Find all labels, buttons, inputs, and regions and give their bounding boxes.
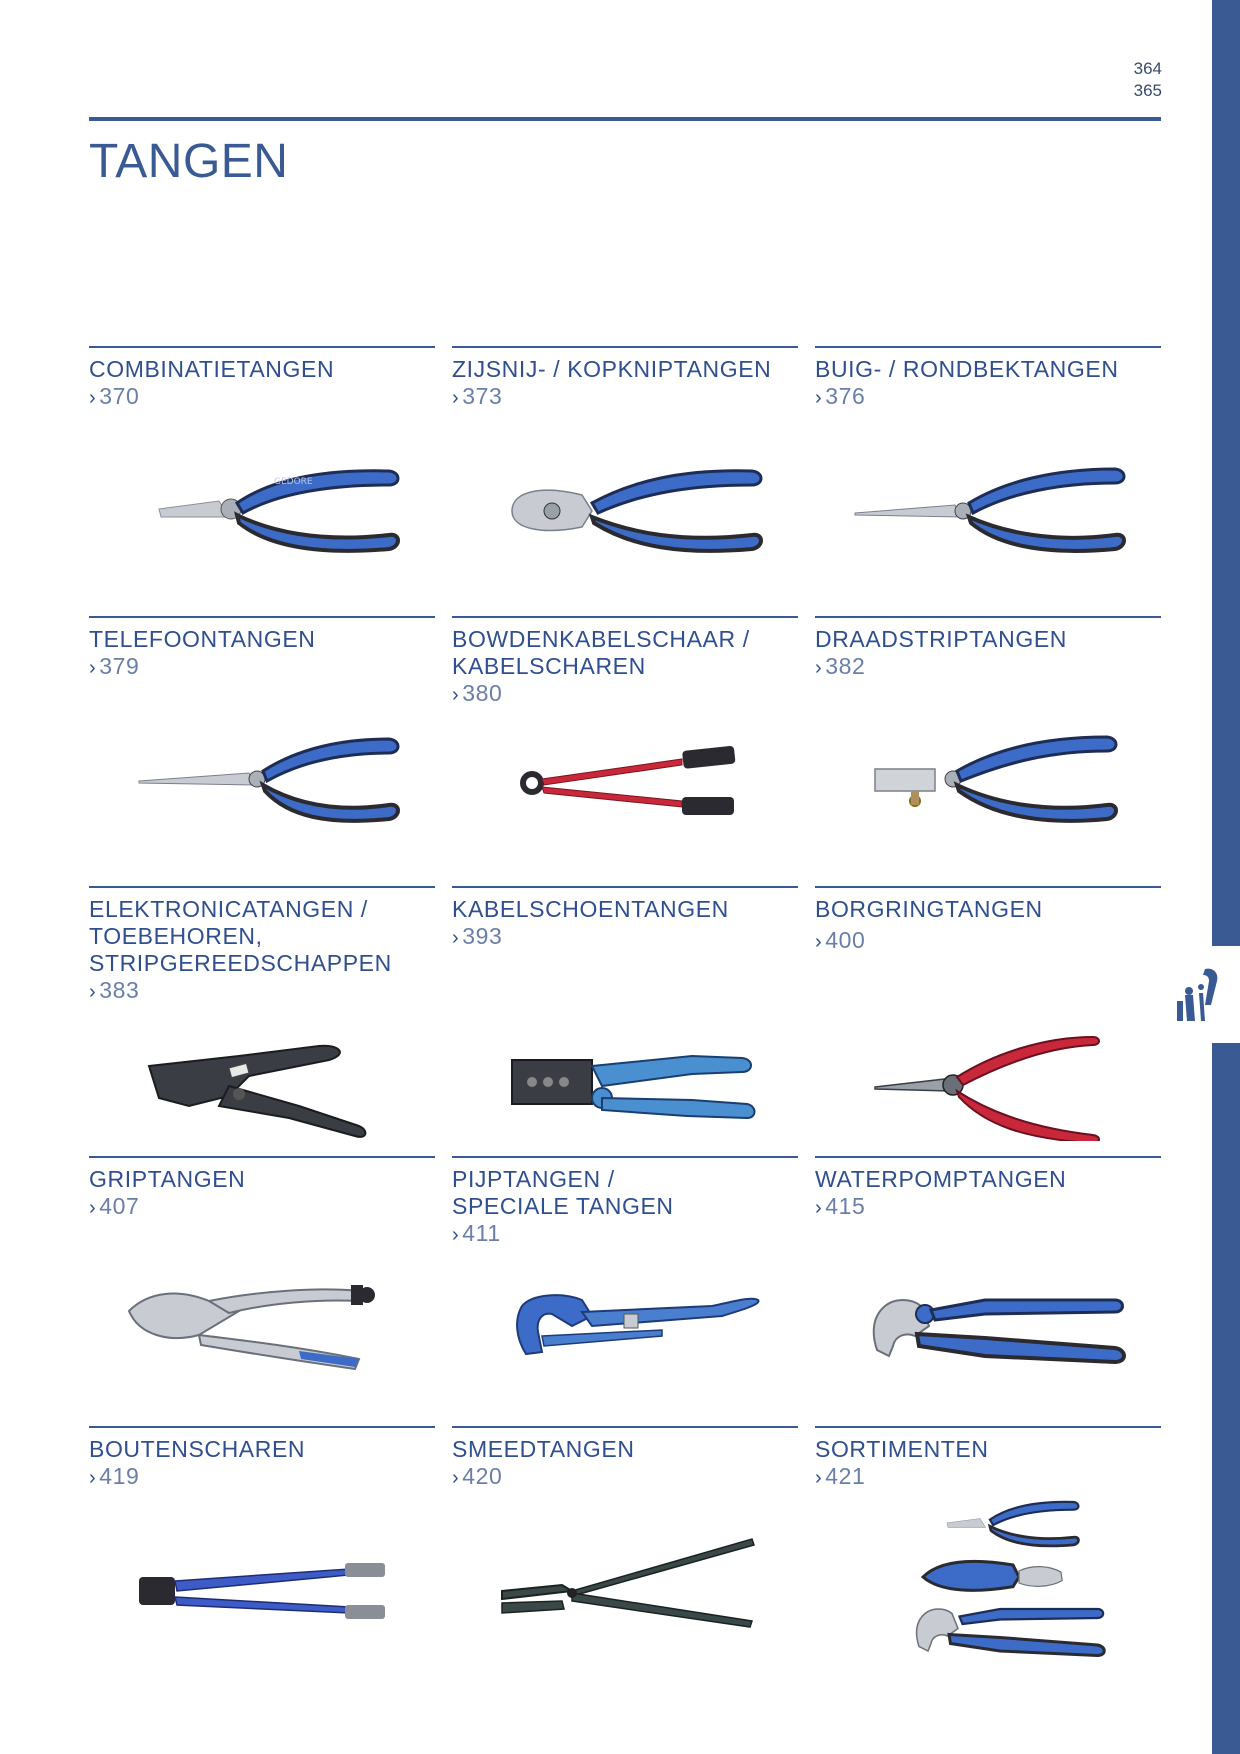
category-zijsnij-kopkniptangen[interactable]: ZIJSNIJ- / KOPKNIPTANGEN ›373 — [452, 346, 798, 616]
water-pump-pliers-image — [872, 1298, 1126, 1365]
pipe-wrench-image — [516, 1294, 760, 1356]
chevron-right-icon: › — [452, 1467, 460, 1489]
chevron-right-icon: › — [89, 1197, 97, 1219]
page-reference-link[interactable]: ›407 — [89, 1193, 435, 1222]
telephone-pliers-image — [138, 737, 400, 823]
page-reference-link[interactable]: ›370 — [89, 383, 435, 412]
category-rule — [89, 1156, 435, 1158]
category-title: SMEEDTANGEN ›420 — [452, 1436, 798, 1492]
chevron-right-icon: › — [89, 981, 97, 1003]
category-rule — [815, 1426, 1161, 1428]
circlip-pliers-image — [874, 1035, 1100, 1141]
category-title: PIJPTANGEN / SPECIALE TANGEN ›411 — [452, 1166, 798, 1249]
category-rule — [452, 1426, 798, 1428]
category-rule — [89, 1426, 435, 1428]
category-griptangen[interactable]: GRIPTANGEN ›407 — [89, 1156, 435, 1426]
category-smeedtangen[interactable]: SMEEDTANGEN ›420 — [452, 1426, 798, 1696]
category-sortimenten[interactable]: SORTIMENTEN ›421 — [815, 1426, 1161, 1696]
title-rule — [89, 117, 1161, 121]
forge-tongs-image — [501, 1538, 755, 1628]
category-rule — [452, 1156, 798, 1158]
page-reference-link[interactable]: ›376 — [815, 383, 1161, 412]
category-rule — [89, 346, 435, 348]
bent-nose-pliers-image — [854, 467, 1126, 553]
category-pijptangen-speciale-tangen[interactable]: PIJPTANGEN / SPECIALE TANGEN ›411 — [452, 1156, 798, 1426]
category-rule — [452, 346, 798, 348]
page-reference-link[interactable]: ›400 — [815, 927, 1161, 956]
page-reference-link[interactable]: ›380 — [452, 680, 798, 709]
page-reference-link[interactable]: ›421 — [815, 1463, 1161, 1492]
chevron-right-icon: › — [89, 387, 97, 409]
category-title: COMBINATIETANGEN ›370 — [89, 356, 435, 412]
category-telefoontangen[interactable]: TELEFOONTANGEN ›379 — [89, 616, 435, 886]
locking-pliers-image — [127, 1285, 375, 1371]
page-reference-link[interactable]: ›379 — [89, 653, 435, 682]
category-title: ZIJSNIJ- / KOPKNIPTANGEN ›373 — [452, 356, 798, 412]
category-title: GRIPTANGEN ›407 — [89, 1166, 435, 1222]
page-numbers: 364 365 — [1134, 58, 1162, 102]
page-reference-link[interactable]: ›419 — [89, 1463, 435, 1492]
pliers-set-image — [915, 1500, 1106, 1658]
category-title: WATERPOMPTANGEN ›415 — [815, 1166, 1161, 1222]
category-title: BOUTENSCHAREN ›419 — [89, 1436, 435, 1492]
chevron-right-icon: › — [452, 927, 460, 949]
category-title: BOWDENKABELSCHAAR / KABELSCHAREN ›380 — [452, 626, 798, 709]
chevron-right-icon: › — [815, 657, 823, 679]
chevron-right-icon: › — [815, 387, 823, 409]
page-reference-link[interactable]: ›411 — [452, 1220, 798, 1249]
category-combinatietangen[interactable]: COMBINATIETANGEN ›370 GEDORE — [89, 346, 435, 616]
automatic-stripper-image — [147, 1044, 367, 1138]
category-title: DRAADSTRIPTANGEN ›382 — [815, 626, 1161, 682]
page-number-right: 365 — [1133, 81, 1162, 100]
chevron-right-icon: › — [452, 684, 460, 706]
category-buig-rondbektangen[interactable]: BUIG- / RONDBEKTANGEN ›376 — [815, 346, 1161, 616]
page-number-left: 364 — [1133, 59, 1162, 78]
category-kabelschoentangen[interactable]: KABELSCHOENTANGEN ›393 — [452, 886, 798, 1156]
side-cutter-image — [511, 469, 763, 553]
chevron-right-icon: › — [452, 1224, 460, 1246]
category-bowdenkabelschaar-kabelscharen[interactable]: BOWDENKABELSCHAAR / KABELSCHAREN ›380 — [452, 616, 798, 886]
combination-pliers-image: GEDORE — [158, 469, 400, 553]
svg-text:GEDORE: GEDORE — [274, 477, 313, 487]
chevron-right-icon: › — [452, 387, 460, 409]
category-rule — [89, 886, 435, 888]
category-rule — [815, 1156, 1161, 1158]
sidebar-accent-top — [1212, 0, 1240, 946]
category-rule — [815, 346, 1161, 348]
page-reference-link[interactable]: ›373 — [452, 383, 798, 412]
category-title: BORGRINGTANGEN ›400 — [815, 896, 1161, 956]
sidebar-accent-bottom — [1212, 1043, 1240, 1754]
category-draadstriptangen[interactable]: DRAADSTRIPTANGEN ›382 — [815, 616, 1161, 886]
chevron-right-icon: › — [89, 657, 97, 679]
wire-stripper-image — [874, 735, 1118, 823]
category-rule — [815, 616, 1161, 618]
page-reference-link[interactable]: ›415 — [815, 1193, 1161, 1222]
category-title: SORTIMENTEN ›421 — [815, 1436, 1161, 1492]
chevron-right-icon: › — [89, 1467, 97, 1489]
category-boutenscharen[interactable]: BOUTENSCHAREN ›419 — [89, 1426, 435, 1696]
pliers-icon — [1177, 968, 1218, 1021]
category-borgringtangen[interactable]: BORGRINGTANGEN ›400 — [815, 886, 1161, 1156]
chevron-right-icon: › — [815, 1467, 823, 1489]
chevron-right-icon: › — [815, 1197, 823, 1219]
cable-shears-image — [520, 745, 736, 815]
category-rule — [815, 886, 1161, 888]
crimping-pliers-image — [511, 1054, 756, 1120]
page-reference-link[interactable]: ›420 — [452, 1463, 798, 1492]
category-rule — [452, 886, 798, 888]
category-waterpomptangen[interactable]: WATERPOMPTANGEN ›415 — [815, 1156, 1161, 1426]
chevron-right-icon: › — [815, 931, 823, 953]
page-reference-link[interactable]: ›393 — [452, 923, 798, 952]
category-title: ELEKTRONICATANGEN / TOEBEHOREN, STRIPGER… — [89, 896, 435, 1006]
bolt-cutter-image — [139, 1563, 385, 1619]
category-rule — [89, 616, 435, 618]
page-title: TANGEN — [89, 135, 289, 188]
category-title: KABELSCHOENTANGEN ›393 — [452, 896, 798, 952]
category-title: BUIG- / RONDBEKTANGEN ›376 — [815, 356, 1161, 412]
page-reference-link[interactable]: ›382 — [815, 653, 1161, 682]
page-reference-link[interactable]: ›383 — [89, 977, 435, 1006]
category-elektronicatangen[interactable]: ELEKTRONICATANGEN / TOEBEHOREN, STRIPGER… — [89, 886, 435, 1156]
category-title: TELEFOONTANGEN ›379 — [89, 626, 435, 682]
category-rule — [452, 616, 798, 618]
